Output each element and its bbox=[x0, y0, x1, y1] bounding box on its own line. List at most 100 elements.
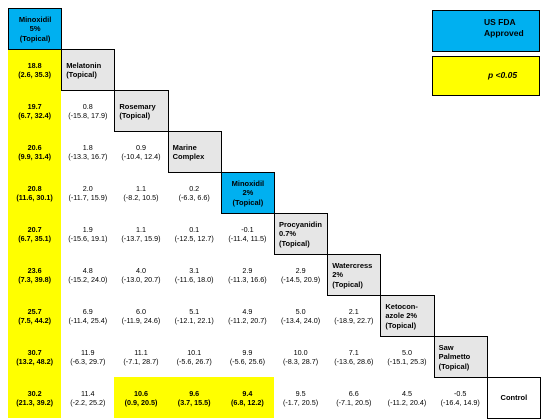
treatment-header-line: Watercress bbox=[332, 260, 373, 270]
comparison-cell: 1.9(-15.6, 19.1) bbox=[61, 213, 114, 254]
comparison-estimate: 2.9 bbox=[295, 265, 306, 275]
comparison-interval: (-11.3, 16.6) bbox=[228, 274, 267, 284]
comparison-interval: (6.8, 12.2) bbox=[231, 397, 264, 407]
treatment-header-line: Ketocon- bbox=[385, 301, 418, 311]
legend-fda-swatch bbox=[432, 10, 540, 52]
comparison-estimate: 1.1 bbox=[135, 183, 146, 193]
treatment-header-line: Minoxidil bbox=[18, 14, 52, 24]
comparison-estimate: 30.7 bbox=[27, 347, 42, 357]
comparison-interval: (0.9, 20.5) bbox=[124, 397, 158, 407]
comparison-interval: (3.7, 15.5) bbox=[177, 397, 211, 407]
comparison-cell: 1.1(-8.2, 10.5) bbox=[114, 172, 167, 213]
comparison-estimate: 0.8 bbox=[82, 101, 93, 111]
comparison-estimate: 0.9 bbox=[135, 142, 146, 152]
treatment-header-line: (Topical) bbox=[332, 279, 363, 289]
comparison-cell: -0.1(-11.4, 11.5) bbox=[221, 213, 274, 254]
comparison-cell: 4.9(-11.2, 20.7) bbox=[221, 295, 274, 336]
comparison-interval: (-5.6, 25.6) bbox=[229, 356, 265, 366]
treatment-header-line: Palmetto bbox=[438, 352, 471, 362]
legend-significance-swatch bbox=[432, 56, 540, 96]
comparison-cell: 2.9(-11.3, 16.6) bbox=[221, 254, 274, 295]
comparison-estimate: 9.6 bbox=[189, 388, 200, 398]
comparison-cell: 6.6(-7.1, 20.5) bbox=[327, 377, 380, 418]
comparison-estimate: 9.4 bbox=[242, 388, 253, 398]
comparison-interval: (13.2, 48.2) bbox=[16, 356, 53, 366]
comparison-cell: 25.7(7.5, 44.2) bbox=[8, 295, 61, 336]
comparison-interval: (6.7, 32.4) bbox=[18, 110, 51, 120]
comparison-cell: 1.8(-13.3, 16.7) bbox=[61, 131, 114, 172]
treatment-header-1: Melatonin(Topical) bbox=[61, 49, 116, 91]
treatment-header-line: (Topical) bbox=[66, 70, 97, 79]
comparison-estimate: -0.1 bbox=[241, 224, 254, 234]
comparison-estimate: 4.0 bbox=[135, 265, 146, 275]
comparison-estimate: 0.2 bbox=[189, 183, 200, 193]
comparison-estimate: 23.6 bbox=[27, 265, 42, 275]
comparison-cell: 11.4(-2.2, 25.2) bbox=[61, 377, 114, 418]
comparison-cell: 5.1(-12.1, 22.1) bbox=[168, 295, 221, 336]
comparison-interval: (-11.2, 20.7) bbox=[228, 315, 267, 325]
comparison-estimate: 1.9 bbox=[82, 224, 93, 234]
comparison-interval: (-11.9, 24.6) bbox=[121, 315, 161, 325]
comparison-estimate: 6.0 bbox=[135, 306, 146, 316]
comparison-cell: 6.0(-11.9, 24.6) bbox=[114, 295, 167, 336]
comparison-estimate: 1.1 bbox=[135, 224, 146, 234]
comparison-cell: 7.1(-13.6, 28.6) bbox=[327, 336, 380, 377]
comparison-estimate: 11.1 bbox=[134, 347, 148, 357]
comparison-cell: 30.7(13.2, 48.2) bbox=[8, 336, 61, 377]
comparison-cell: 20.7(6.7, 35.1) bbox=[8, 213, 61, 254]
comparison-interval: (-2.2, 25.2) bbox=[70, 397, 106, 407]
comparison-cell: 2.0(-11.7, 15.9) bbox=[61, 172, 114, 213]
comparison-cell: 2.9(-14.5, 20.9) bbox=[274, 254, 327, 295]
comparison-estimate: 19.7 bbox=[27, 101, 42, 111]
comparison-interval: (7.5, 44.2) bbox=[18, 315, 51, 325]
comparison-estimate: 4.8 bbox=[82, 265, 93, 275]
comparison-estimate: 18.8 bbox=[27, 60, 42, 70]
comparison-estimate: 11.4 bbox=[81, 388, 95, 398]
comparison-cell: 30.2(21.3, 39.2) bbox=[8, 377, 61, 418]
comparison-estimate: 4.9 bbox=[242, 306, 253, 316]
comparison-interval: (9.9, 31.4) bbox=[18, 151, 51, 161]
comparison-interval: (-15.8, 17.9) bbox=[68, 110, 108, 120]
comparison-cell: 0.8(-15.8, 17.9) bbox=[61, 90, 114, 131]
treatment-header-line: (Topical) bbox=[279, 238, 310, 248]
treatment-header-line: Melatonin bbox=[66, 60, 102, 70]
comparison-cell: 9.5(-1.7, 20.5) bbox=[274, 377, 327, 418]
comparison-interval: (-6.3, 29.7) bbox=[70, 356, 106, 366]
comparison-cell: 20.6(9.9, 31.4) bbox=[8, 131, 61, 172]
comparison-interval: (-10.4, 12.4) bbox=[121, 151, 161, 161]
comparison-interval: (-6.3, 6.6) bbox=[178, 192, 210, 202]
comparison-estimate: 9.9 bbox=[242, 347, 253, 357]
legend-fda-label: US FDA Approved bbox=[484, 17, 524, 38]
comparison-cell: 5.0(-13.4, 24.0) bbox=[274, 295, 327, 336]
comparison-cell: -0.5(-16.4, 14.9) bbox=[434, 377, 487, 418]
comparison-interval: (-12.5, 12.7) bbox=[174, 233, 214, 243]
comparison-interval: (-15.6, 19.1) bbox=[68, 233, 108, 243]
treatment-header-line: (Topical) bbox=[19, 33, 51, 43]
comparison-estimate: 25.7 bbox=[27, 306, 42, 316]
comparison-estimate: 20.7 bbox=[27, 224, 42, 234]
comparison-cell: 10.6(0.9, 20.5) bbox=[114, 377, 168, 418]
treatment-header-line: Complex bbox=[172, 152, 205, 161]
comparison-estimate: 20.8 bbox=[27, 183, 42, 193]
comparison-cell: 18.8(2.6, 35.3) bbox=[8, 49, 61, 90]
treatment-header-line: (Topical) bbox=[119, 111, 151, 120]
comparison-interval: (-7.1, 20.5) bbox=[336, 397, 372, 407]
comparison-interval: (-13.4, 24.0) bbox=[281, 315, 321, 325]
comparison-interval: (-11.4, 11.5) bbox=[228, 233, 267, 243]
treatment-header-line: 2% bbox=[332, 270, 344, 280]
comparison-estimate: 2.9 bbox=[242, 265, 253, 275]
comparison-estimate: 2.0 bbox=[82, 183, 93, 193]
comparison-cell: 1.1(-13.7, 15.9) bbox=[114, 213, 167, 254]
comparison-interval: (-7.1, 28.7) bbox=[123, 356, 159, 366]
comparison-cell: 5.0(-15.1, 25.3) bbox=[380, 336, 433, 377]
legend-significance-label: p <0.05 bbox=[488, 70, 517, 81]
comparison-interval: (-1.7, 20.5) bbox=[283, 397, 319, 407]
comparison-estimate: 10.6 bbox=[133, 388, 148, 398]
comparison-estimate: 5.0 bbox=[401, 347, 412, 357]
comparison-cell: 10.1(-5.6, 26.7) bbox=[168, 336, 221, 377]
significance-column-band bbox=[8, 49, 62, 418]
comparison-interval: (-16.4, 14.9) bbox=[440, 397, 480, 407]
comparison-estimate: 7.1 bbox=[348, 347, 359, 357]
